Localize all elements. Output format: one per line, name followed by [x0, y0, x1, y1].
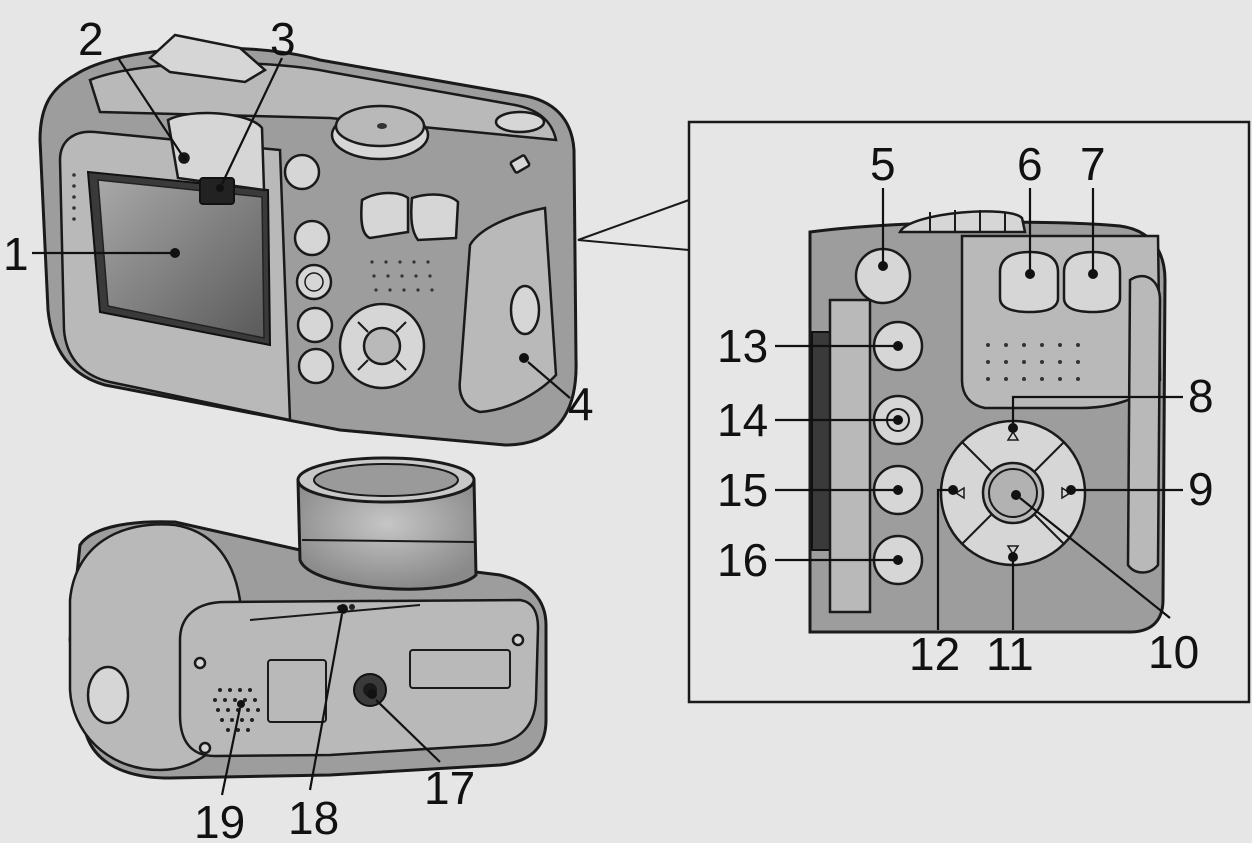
- callout-14: 14: [717, 394, 768, 446]
- callout-4: 4: [568, 378, 594, 430]
- camera-rear-view: [38, 33, 578, 447]
- callout-labels: 1 2 3 4 5 6 7 8 9 10 11 12 13 14 15 16 1…: [3, 13, 1214, 843]
- leader-lines: [32, 57, 1183, 796]
- camera-bottom-view: [68, 456, 548, 780]
- callout-16: 16: [717, 534, 768, 586]
- callout-10: 10: [1148, 626, 1199, 678]
- detail-inset: [577, 120, 1251, 704]
- callout-8: 8: [1188, 370, 1214, 422]
- callout-5: 5: [870, 138, 896, 190]
- callout-1: 1: [3, 228, 29, 280]
- callout-11: 11: [986, 628, 1034, 680]
- callout-13: 13: [717, 320, 768, 372]
- callout-15: 15: [717, 464, 768, 516]
- inset-button-6: [998, 250, 1060, 314]
- callout-19: 19: [194, 796, 245, 843]
- callout-6: 6: [1017, 138, 1043, 190]
- callout-2: 2: [78, 13, 104, 65]
- speaker: [213, 688, 260, 732]
- inset-button-7: [1062, 250, 1122, 314]
- callout-18: 18: [288, 792, 339, 843]
- callout-7: 7: [1080, 138, 1106, 190]
- callout-17: 17: [424, 762, 475, 814]
- callout-12: 12: [909, 628, 960, 680]
- callout-9: 9: [1188, 463, 1214, 515]
- viewfinder: [199, 177, 235, 205]
- callout-3: 3: [270, 13, 296, 65]
